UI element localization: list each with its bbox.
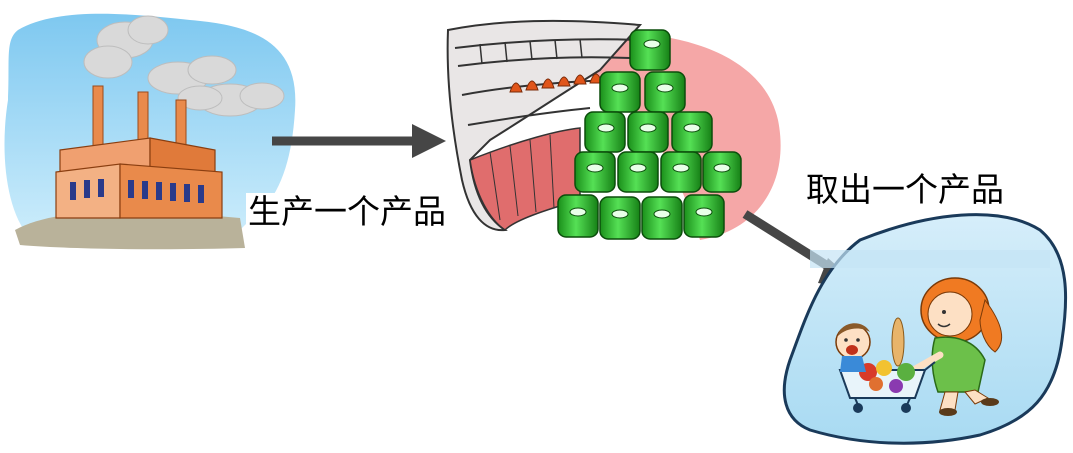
store-cans-icon (446, 19, 781, 240)
produce-label: 生产一个产品 (246, 192, 448, 231)
shopper-cart-icon (782, 213, 1068, 445)
arrow-right-icon (272, 124, 446, 158)
factory-icon (4, 13, 296, 250)
take-label: 取出一个产品 (806, 170, 1004, 209)
